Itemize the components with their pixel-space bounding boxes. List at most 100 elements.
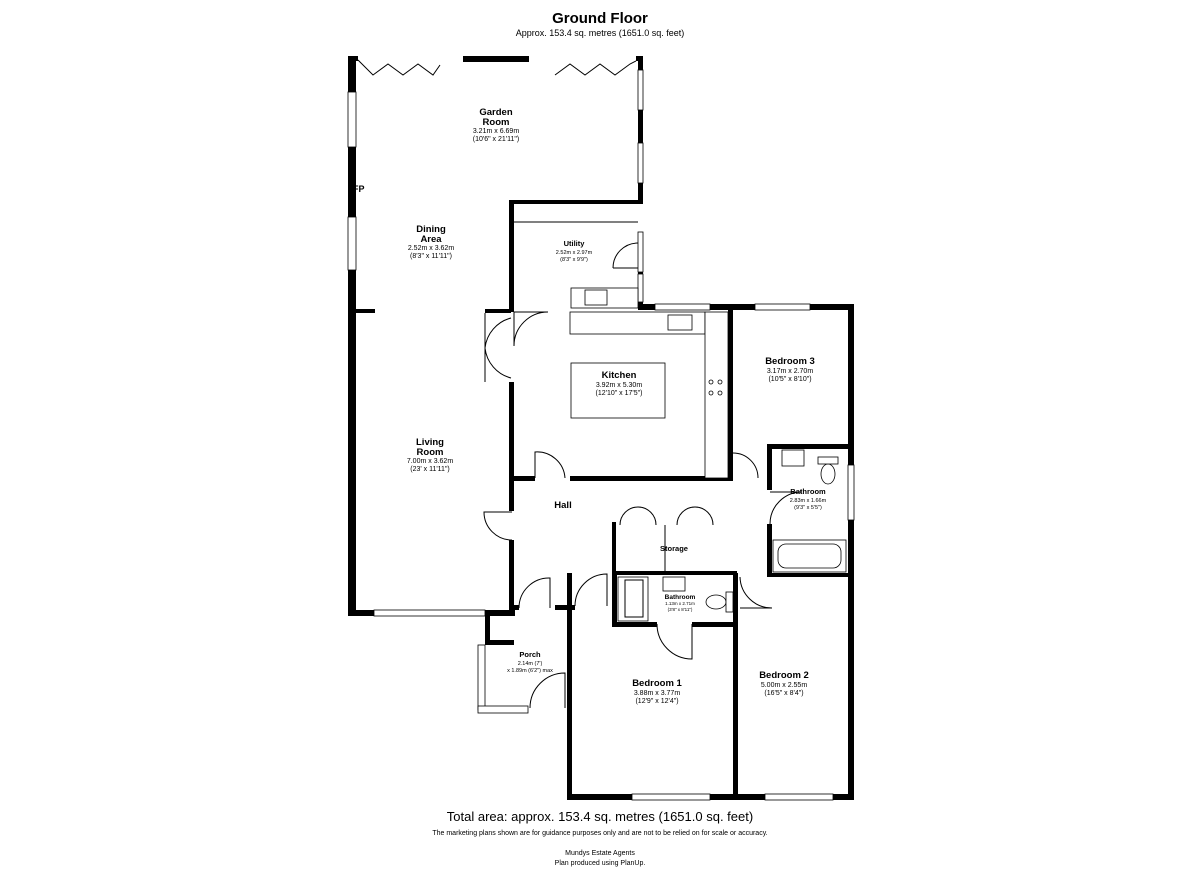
wall-hall-top-2 xyxy=(570,476,733,481)
bifold-doors xyxy=(357,59,637,76)
door-bath xyxy=(769,491,803,525)
wall-garden-right xyxy=(638,56,643,201)
wall-sbath-bottom xyxy=(612,622,657,627)
total-area: Total area: approx. 153.4 sq. metres (16… xyxy=(446,809,754,824)
window xyxy=(347,91,357,148)
utility-metric: 2.52m x 2.97m xyxy=(556,250,593,256)
wall-porch-hall xyxy=(509,605,519,610)
kitchen-name: Kitchen xyxy=(602,370,637,381)
wall-kitchen-stub xyxy=(485,309,511,313)
window xyxy=(754,303,811,311)
plan-subtitle: Approx. 153.4 sq. metres (1651.0 sq. fee… xyxy=(515,28,685,38)
wall-porch-left xyxy=(485,616,490,645)
dining-area-name-2: Area xyxy=(420,234,442,245)
window xyxy=(631,793,711,801)
door-front xyxy=(529,672,566,709)
bedroom-3-name: Bedroom 3 xyxy=(765,356,815,367)
bath-cistern xyxy=(817,456,839,465)
wall-sbath-bottom-2 xyxy=(692,622,737,627)
wall-utility-top xyxy=(509,200,643,204)
wall-kitchen-bed3 xyxy=(728,304,733,481)
bathroom-main-name: Bathroom xyxy=(790,487,826,496)
wall-hall-top xyxy=(509,476,535,481)
wall-bed1-bed2 xyxy=(733,573,738,798)
window xyxy=(637,142,644,184)
dining-area-name: Dining xyxy=(416,224,446,235)
door-small-bath xyxy=(656,623,693,660)
kitchen-sink xyxy=(667,314,693,331)
door-kitchen-2 xyxy=(484,347,512,382)
kitchen-worktop-side xyxy=(704,311,729,479)
window xyxy=(347,216,357,271)
dining-area-imperial: (8'3" x 11'11") xyxy=(410,253,452,260)
wall-sbath-left xyxy=(612,571,617,627)
bedroom-2-metric: 5.00m x 2.55m xyxy=(761,682,807,689)
living-room-name-2: Room xyxy=(417,447,444,458)
bedroom-2-name: Bedroom 2 xyxy=(759,670,809,681)
room-labels: Garden Room 3.21m x 6.69m (10'6" x 21'11… xyxy=(407,107,827,705)
bathroom-small-imperial: (3'8" x 8'11") xyxy=(668,607,693,612)
garden-room-metric: 3.21m x 6.69m xyxy=(473,128,519,135)
window xyxy=(477,705,529,714)
kitchen-imperial: (12'10" x 17'5") xyxy=(596,390,643,397)
wall-utility-left xyxy=(509,200,514,312)
wall-living-bottom-2 xyxy=(485,610,515,616)
wall-bath-left-2 xyxy=(767,524,772,576)
window xyxy=(654,303,711,311)
wall-bottom-3 xyxy=(833,794,854,800)
garden-room-name-2: Room xyxy=(483,117,510,128)
door-kitchen xyxy=(484,313,512,349)
wall-hall-left-2 xyxy=(509,540,514,616)
storage-name: Storage xyxy=(660,544,688,553)
window xyxy=(477,644,486,711)
wall-kitchen-left-lower xyxy=(509,382,514,480)
bathroom-small-name: Bathroom xyxy=(665,594,696,601)
door-utility-kitchen xyxy=(513,311,549,347)
plan-title: Ground Floor xyxy=(552,10,648,27)
wall-right xyxy=(848,304,854,800)
bath-basin xyxy=(781,449,805,467)
wall-bath-left xyxy=(767,444,772,490)
bedroom-3-metric: 3.17m x 2.70m xyxy=(767,368,813,375)
disclaimer: The marketing plans shown are for guidan… xyxy=(432,830,768,837)
window xyxy=(637,273,644,303)
door-living-hall xyxy=(483,511,513,541)
wall-porch-top xyxy=(485,640,514,645)
window xyxy=(764,793,834,801)
utility-sink xyxy=(584,289,608,306)
wall-porch-hall-2 xyxy=(555,605,572,610)
wall-top-left xyxy=(348,56,358,61)
door-utility xyxy=(612,242,639,269)
wall-hall-left xyxy=(509,481,514,511)
door-storage xyxy=(619,506,657,526)
bedroom-1-name: Bedroom 1 xyxy=(632,678,682,689)
garden-room-imperial: (10'6" x 21'11") xyxy=(473,136,519,143)
bathroom-main-imperial: (9'3" x 5'5") xyxy=(794,505,822,511)
doors xyxy=(483,242,803,709)
wall-storage-left xyxy=(612,522,616,577)
garden-room-name: Garden xyxy=(479,107,512,118)
porch-metric-2: x 1.89m (6'2") max xyxy=(507,668,553,674)
wall-living-bottom xyxy=(348,610,374,616)
door-bed2 xyxy=(739,576,773,609)
living-room-name: Living xyxy=(416,437,444,448)
door-kitchen-hall xyxy=(534,451,566,479)
wall-storage-bottom xyxy=(612,571,737,575)
wall-left xyxy=(348,56,356,616)
window xyxy=(637,69,644,111)
utility-imperial: (8'3" x 9'9") xyxy=(560,257,588,263)
living-room-metric: 7.00m x 3.62m xyxy=(407,458,453,465)
bath-toilet xyxy=(820,463,836,485)
wall-bed1-top xyxy=(567,605,575,610)
kitchen-island xyxy=(570,362,666,419)
door-bed1 xyxy=(574,573,608,607)
agent-name: Mundys Estate Agents xyxy=(565,850,635,857)
window xyxy=(637,231,644,273)
door-bed3 xyxy=(732,452,759,479)
hall-name: Hall xyxy=(554,500,571,511)
porch-metric: 2.14m (7') xyxy=(518,661,543,667)
porch-name: Porch xyxy=(519,650,541,659)
door-porch xyxy=(518,577,551,609)
window xyxy=(373,609,486,617)
